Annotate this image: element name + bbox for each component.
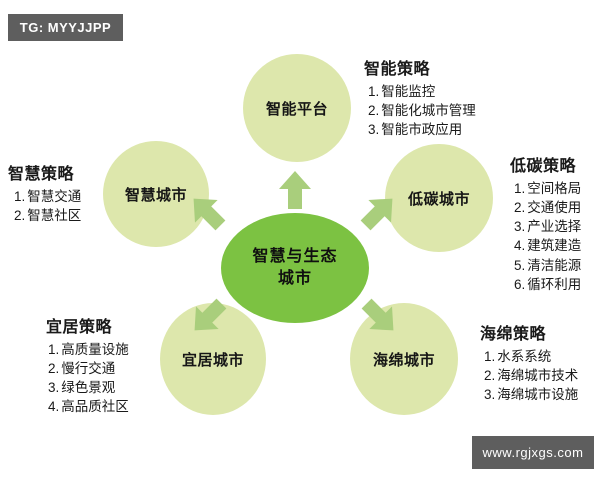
strategy-lowcarbon-item-1: 空间格局 bbox=[527, 181, 582, 196]
strategy-smart-item-2: 智慧社区 bbox=[27, 208, 82, 224]
list-item: 2.智慧社区 bbox=[14, 208, 82, 224]
site-watermark-text: www.rgjxgs.com bbox=[482, 445, 584, 460]
strategy-livable-item-1: 高质量设施 bbox=[61, 342, 129, 357]
center-node-smart-eco-city: 智慧与生态 城市 bbox=[221, 213, 369, 323]
list-item: 2.慢行交通 bbox=[48, 361, 116, 377]
strategy-intelligent-list: 1.智能监控 2.智能化城市管理 3.智能市政应用 bbox=[362, 82, 476, 139]
strategy-livable-list: 1.高质量设施 2.慢行交通 3.绿色景观 4.高品质社区 bbox=[42, 340, 129, 417]
tg-watermark-badge: TG: MYYJJPP bbox=[8, 14, 123, 41]
arrow-up-icon bbox=[273, 168, 317, 212]
strategy-intelligent-title: 智能策略 bbox=[364, 61, 431, 78]
list-item: 5.清洁能源 bbox=[514, 257, 582, 273]
list-item: 1.水系系统 bbox=[484, 349, 552, 364]
strategy-smart-item-1: 智慧交通 bbox=[27, 189, 82, 204]
list-item: 1.高质量设施 bbox=[48, 342, 129, 357]
strategy-livable-title: 宜居策略 bbox=[46, 319, 113, 336]
list-item: 2.海绵城市技术 bbox=[484, 368, 579, 384]
strategy-sponge-item-3: 海绵城市设施 bbox=[497, 387, 579, 403]
list-item: 3.绿色景观 bbox=[48, 380, 116, 396]
arrow-upper-left-icon bbox=[185, 190, 229, 234]
tg-watermark-text: TG: MYYJJPP bbox=[19, 20, 112, 35]
list-item: 1.空间格局 bbox=[514, 181, 582, 196]
list-item: 1.智慧交通 bbox=[14, 189, 82, 204]
strategy-block-livable: 宜居策略 1.高质量设施 2.慢行交通 3.绿色景观 4.高品质社区 bbox=[42, 313, 129, 417]
strategy-smart-list: 1.智慧交通 2.智慧社区 bbox=[8, 187, 81, 225]
strategy-lowcarbon-item-4: 建筑建造 bbox=[527, 238, 582, 254]
list-item: 2.智能化城市管理 bbox=[368, 103, 476, 119]
strategy-lowcarbon-item-2: 交通使用 bbox=[527, 200, 582, 216]
arrow-lower-left-icon bbox=[186, 295, 230, 339]
strategy-sponge-list: 1.水系系统 2.海绵城市技术 3.海绵城市设施 bbox=[478, 347, 578, 404]
strategy-intelligent-item-3: 智能市政应用 bbox=[381, 122, 463, 138]
center-node-line2: 城市 bbox=[277, 270, 312, 287]
strategy-intelligent-item-1: 智能监控 bbox=[381, 84, 436, 99]
node-smart-platform: 智能平台 bbox=[243, 54, 351, 162]
strategy-lowcarbon-item-3: 产业选择 bbox=[527, 219, 582, 235]
node-low-carbon-city-label: 低碳城市 bbox=[407, 190, 470, 208]
node-low-carbon-city: 低碳城市 bbox=[385, 144, 493, 252]
arrow-upper-right-icon bbox=[357, 190, 401, 234]
center-node-line1: 智慧与生态 bbox=[252, 248, 338, 266]
site-watermark-badge: www.rgjxgs.com bbox=[472, 436, 594, 469]
strategy-sponge-title: 海绵策略 bbox=[480, 326, 547, 343]
node-smart-platform-label: 智能平台 bbox=[265, 100, 328, 118]
strategy-lowcarbon-list: 1.空间格局 2.交通使用 3.产业选择 4.建筑建造 5.清洁能源 6.循环利… bbox=[508, 179, 581, 294]
node-smart-city-label: 智慧城市 bbox=[124, 186, 187, 204]
strategy-block-lowcarbon: 低碳策略 1.空间格局 2.交通使用 3.产业选择 4.建筑建造 5.清洁能源 … bbox=[508, 152, 581, 294]
list-item: 2.交通使用 bbox=[514, 200, 582, 216]
arrow-lower-right-icon bbox=[358, 295, 402, 339]
strategy-block-sponge: 海绵策略 1.水系系统 2.海绵城市技术 3.海绵城市设施 bbox=[478, 320, 578, 404]
list-item: 1.智能监控 bbox=[368, 84, 436, 99]
strategy-smart-title: 智慧策略 bbox=[8, 166, 75, 183]
list-item: 6.循环利用 bbox=[514, 276, 582, 292]
list-item: 3.产业选择 bbox=[514, 219, 582, 235]
node-livable-city-label: 宜居城市 bbox=[181, 351, 244, 369]
list-item: 4.高品质社区 bbox=[48, 399, 129, 415]
list-item: 3.智能市政应用 bbox=[368, 122, 463, 138]
strategy-intelligent-item-2: 智能化城市管理 bbox=[381, 103, 476, 119]
strategy-block-intelligent: 智能策略 1.智能监控 2.智能化城市管理 3.智能市政应用 bbox=[362, 55, 476, 139]
strategy-sponge-item-2: 海绵城市技术 bbox=[497, 368, 579, 384]
strategy-block-smart: 智慧策略 1.智慧交通 2.智慧社区 bbox=[8, 160, 81, 225]
list-item: 3.海绵城市设施 bbox=[484, 387, 579, 403]
node-sponge-city-label: 海绵城市 bbox=[372, 351, 435, 369]
strategy-livable-item-2: 慢行交通 bbox=[61, 361, 116, 377]
strategy-lowcarbon-title: 低碳策略 bbox=[510, 158, 577, 175]
strategy-livable-item-4: 高品质社区 bbox=[61, 399, 129, 415]
strategy-livable-item-3: 绿色景观 bbox=[61, 380, 116, 396]
list-item: 4.建筑建造 bbox=[514, 238, 582, 254]
strategy-lowcarbon-item-6: 循环利用 bbox=[527, 276, 582, 292]
strategy-sponge-item-1: 水系系统 bbox=[497, 349, 552, 364]
strategy-lowcarbon-item-5: 清洁能源 bbox=[527, 257, 582, 273]
